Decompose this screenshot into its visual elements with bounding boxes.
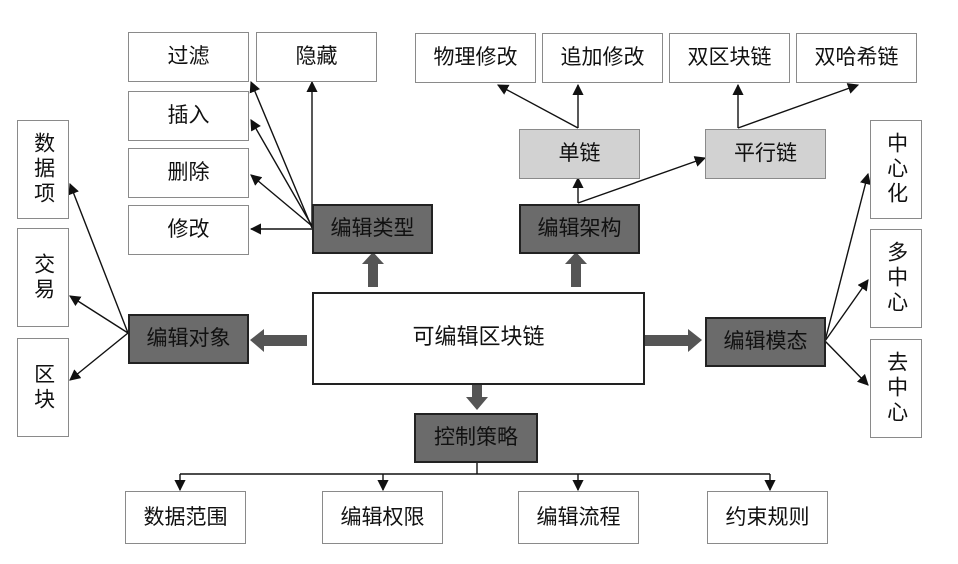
single-chain-node: 单链 [519,129,640,179]
edit-object-node: 编辑对象 [128,314,249,364]
single-chain-item-append: 追加修改 [542,33,663,83]
edit-mode-node: 编辑模态 [705,317,826,367]
edit-architecture-connectors [497,83,860,204]
parallel-chain-item-dual-hash: 双哈希链 [796,33,917,83]
edit-type-item-modify: 修改 [128,205,249,255]
edit-architecture-node: 编辑架构 [519,204,640,254]
center-to-edit-object-arrow [250,329,307,352]
parallel-chain-item-dual-block: 双区块链 [669,33,790,83]
edit-object-item-block: 区块 [17,338,69,437]
center-to-control-strategy-arrow [466,385,488,410]
edit-type-node: 编辑类型 [312,204,433,254]
center-to-edit-mode-arrow [645,329,702,352]
edit-object-item-data: 数据项 [17,120,69,219]
center-to-edit-architecture-arrow [565,252,587,287]
control-strategy-node: 控制策略 [414,413,538,463]
center-node: 可编辑区块链 [312,292,645,385]
edit-type-item-hide: 隐藏 [256,32,377,82]
control-strategy-item-edit-permission: 编辑权限 [322,491,443,544]
center-to-edit-type-arrow [362,252,384,287]
control-strategy-item-constraint-rules: 约束规则 [707,491,828,544]
edit-mode-item-centralized: 中心化 [870,120,922,219]
edit-mode-item-decentralized: 去中心 [870,339,922,438]
control-strategy-item-data-scope: 数据范围 [125,491,246,544]
edit-type-connectors [249,80,318,235]
edit-object-connectors [68,182,129,381]
parallel-chain-node: 平行链 [705,129,826,179]
control-strategy-item-edit-process: 编辑流程 [518,491,639,544]
edit-mode-item-multi-center: 多中心 [870,229,922,328]
edit-type-item-delete: 删除 [128,148,249,198]
edit-object-item-transaction: 交易 [17,228,69,327]
edit-type-item-filter: 过滤 [128,32,249,82]
edit-mode-connectors [824,172,871,386]
edit-type-item-insert: 插入 [128,91,249,141]
single-chain-item-physical: 物理修改 [415,33,536,83]
control-strategy-connectors [174,463,776,492]
